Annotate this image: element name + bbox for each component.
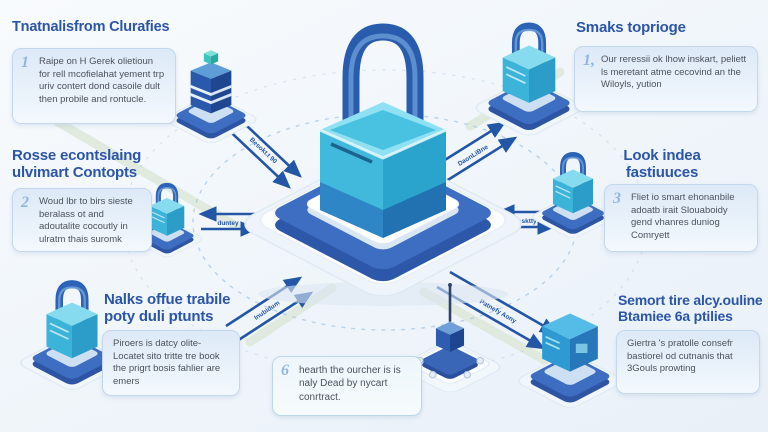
callout-box-bottom-right: Giertra 's pratolle consefr bastiorel od… [616, 330, 760, 394]
callout-title-top-right: Smaks toprioge [576, 19, 686, 36]
callout-box-bottom-left: Piroers is datcy olite- Locatet sito tri… [102, 330, 240, 396]
callout-body-top-right: Our reressii ok lhow inskart, peliett ls… [601, 54, 747, 91]
callout-body-bottom-left: Piroers is datcy olite- Locatet sito tri… [113, 338, 221, 387]
storage-cube-icon [506, 288, 634, 418]
callout-marker-mid-left: 2 [21, 194, 29, 211]
arrow-label-right: resktty [515, 218, 537, 225]
callout-marker-bottom-center: 6 [281, 362, 289, 379]
callout-box-mid-right: 3 Fliet io smart ehonanbile adoatb irait… [604, 184, 758, 252]
center-lock [319, 23, 447, 238]
callout-title-mid-left: Rosse econtslaing ulvimart Contopts [12, 147, 142, 181]
callout-box-mid-left: 2 Woud lbr to birs sieste beralass ot an… [12, 188, 152, 252]
callout-title-bottom-left: Nalks offue trabile poty duli ptunts [104, 291, 231, 325]
callout-marker-top-left: 1 [21, 54, 29, 71]
callout-box-bottom-center: 6 hearth the ourcher is is naly Dead by … [272, 356, 422, 416]
callout-marker-top-right: 1, [583, 52, 595, 69]
callout-title-mid-right: Look indea fastiuuces [623, 147, 701, 181]
callout-box-top-right: 1, Our reressii ok lhow inskart, peliett… [574, 46, 758, 112]
callout-title-top-left: Tnatnalisfrom Clurafies [12, 19, 170, 35]
callout-marker-mid-right: 3 [613, 190, 621, 207]
central-padlock-illustration [244, 23, 522, 306]
callout-body-top-left: Raipe on H Gerek olietioun for rell mcof… [39, 56, 165, 105]
callout-box-top-left: 1 Raipe on H Gerek olietioun for rell mc… [12, 48, 176, 124]
callout-body-mid-left: Woud lbr to birs sieste beralass ot and … [39, 196, 133, 245]
callout-body-bottom-right: Giertra 's pratolle consefr bastiorel od… [627, 338, 733, 375]
callout-body-bottom-center: hearth the ourcher is is naly Dead by ny… [299, 365, 401, 403]
callout-title-bottom-right: Semort tire alcy.ouline Btamiee 6a ptili… [618, 292, 763, 324]
callout-body-mid-right: Fliet io smart ehonanbile adoatb irait S… [631, 192, 735, 241]
arrow-label-left: duntey [217, 220, 239, 227]
